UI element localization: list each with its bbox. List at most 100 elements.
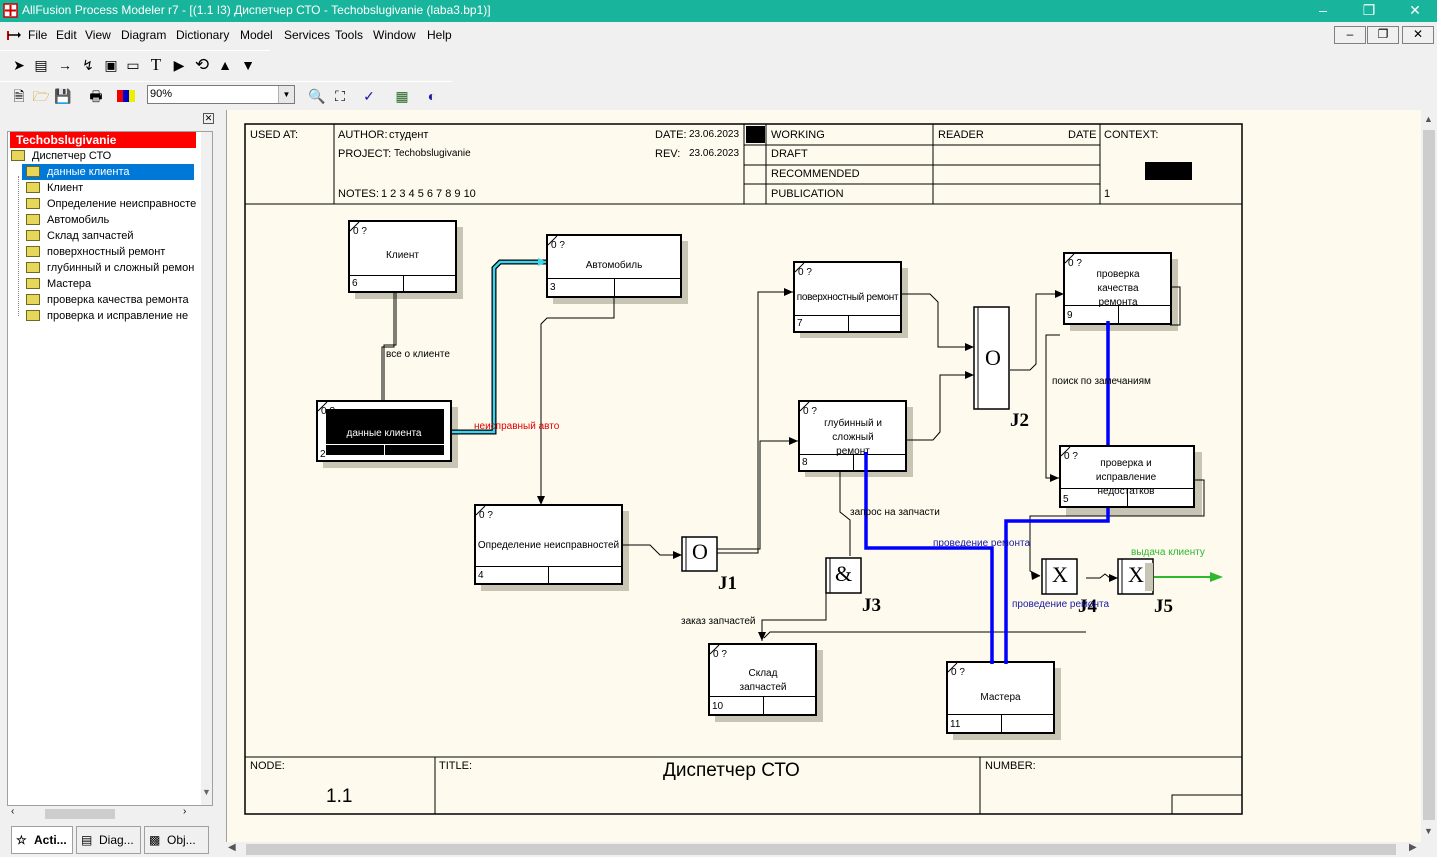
activity-box-glubinny[interactable]: 0 ? глубинный и сложный ремонт 8 <box>798 400 907 472</box>
box-name: глубинный и сложный ремонт <box>824 418 882 457</box>
junction-j4-symbol[interactable]: X <box>1052 562 1068 587</box>
activity-box-klient[interactable]: 0 ? Клиент 6 <box>348 220 457 293</box>
scroll-right-icon[interactable]: ▶ <box>1409 842 1417 853</box>
arrow-label-vse-o-kliente[interactable]: все о клиенте <box>386 349 450 360</box>
arrow-label-zakaz[interactable]: заказ запчастей <box>681 616 756 627</box>
new-file-icon[interactable]: 🗎 <box>13 88 25 104</box>
squiggle-tool-icon[interactable]: ↯ <box>82 57 94 73</box>
mdi-close-icon[interactable]: ✕ <box>1402 26 1434 44</box>
referent-tool-icon[interactable]: ▭ <box>126 57 140 73</box>
scroll-left-icon[interactable]: ◀ <box>228 842 236 853</box>
box-divider <box>1001 715 1002 733</box>
box-number: 5 <box>1063 494 1069 505</box>
go-down-icon[interactable]: ▼ <box>241 57 255 73</box>
arrow-label-neispravny[interactable]: неисправный авто <box>474 421 560 432</box>
menu-model[interactable]: Model <box>240 28 273 42</box>
mdi-restore-icon[interactable]: ❐ <box>1367 26 1399 44</box>
next-icon[interactable]: ▶ <box>173 57 185 73</box>
menu-edit[interactable]: Edit <box>56 28 77 42</box>
zoom-in-icon[interactable]: 🔍 <box>308 88 326 104</box>
arrow-label-vydacha[interactable]: выдача клиенту <box>1131 547 1205 558</box>
pointer-tool-icon[interactable]: ➤ <box>13 57 25 73</box>
activity-icon <box>26 246 40 257</box>
junction-j2-symbol[interactable]: O <box>985 345 1001 370</box>
color-palette-icon[interactable] <box>117 88 135 104</box>
box-divider <box>384 445 385 455</box>
report-icon[interactable]: ◐ <box>427 88 437 104</box>
open-folder-icon[interactable]: 🗁 <box>32 88 50 104</box>
menu-bar: File Edit View Diagram Dictionary Model … <box>0 22 1437 48</box>
canvas-hscroll[interactable]: ◀ ▶ <box>226 842 1421 857</box>
box-name: Автомобиль <box>585 260 643 271</box>
scroll-down-icon[interactable]: ▼ <box>202 787 211 797</box>
tree-item-label: Определение неисправносте <box>47 198 197 210</box>
activity-icon <box>26 166 40 177</box>
canvas-vscroll[interactable]: ▲ ▼ <box>1421 110 1437 842</box>
box-name: Определение неисправностей <box>477 540 620 551</box>
model-explorer-icon[interactable]: ▦ <box>395 88 409 104</box>
chevron-down-icon[interactable]: ▼ <box>278 86 294 103</box>
tab-activities[interactable]: ☆Acti... <box>11 826 73 854</box>
activity-box-tool-icon[interactable]: ▤ <box>34 57 48 73</box>
tree-root[interactable]: Techobslugivanie <box>10 132 196 148</box>
menu-help[interactable]: Help <box>427 28 452 42</box>
menu-dictionary[interactable]: Dictionary <box>176 28 230 42</box>
menu-file[interactable]: File <box>28 28 48 42</box>
tree-vscroll[interactable]: ▼ <box>201 132 212 805</box>
print-icon[interactable]: 🖶 <box>89 88 103 104</box>
activity-box-avtomobil[interactable]: 0 ? Автомобиль 3 <box>546 234 682 298</box>
menu-diagram[interactable]: Diagram <box>121 28 167 42</box>
junction-j1-symbol[interactable]: O <box>692 539 708 564</box>
zoom-select[interactable]: 90% ▼ <box>147 85 295 104</box>
tree-hscroll[interactable]: ‹ › <box>7 806 200 821</box>
box-name: поверхностный ремонт <box>796 292 899 303</box>
mdi-minimize-icon[interactable]: – <box>1334 26 1366 44</box>
diagram-title: Диспетчер СТО <box>663 760 800 781</box>
activity-box-dannye-klienta[interactable]: 0 ? данные клиента 2 <box>316 400 452 462</box>
tree-item-label: проверка и исправление не <box>47 310 189 322</box>
activity-box-proverka-ispravlenie[interactable]: 0 ? проверка и исправление недостатков 5 <box>1059 445 1195 508</box>
tab-diagrams[interactable]: ▤Diag... <box>76 826 141 854</box>
arrow-label-provedenie-1[interactable]: проведение ремонта <box>933 538 1031 549</box>
scroll-up-icon[interactable]: ▲ <box>1424 114 1433 124</box>
scroll-right-icon[interactable]: › <box>183 806 187 817</box>
tunnel-icon <box>548 236 558 246</box>
scroll-thumb[interactable] <box>45 809 115 819</box>
scroll-left-icon[interactable]: ‹ <box>11 806 15 817</box>
junction-j5-symbol[interactable]: X <box>1128 562 1144 587</box>
text-tool-icon[interactable]: T <box>150 55 162 74</box>
spell-check-icon[interactable]: ✓ <box>363 88 375 104</box>
scroll-down-icon[interactable]: ▼ <box>1424 826 1433 836</box>
scroll-thumb[interactable] <box>1423 130 1435 820</box>
box-number: 9 <box>1067 310 1073 321</box>
menu-services[interactable]: Services <box>284 28 331 42</box>
document-menu-icon[interactable] <box>6 28 22 42</box>
menu-tools[interactable]: Tools <box>335 28 364 42</box>
go-up-icon[interactable]: ▲ <box>218 57 232 73</box>
activity-box-proverka-kachestva[interactable]: 0 ? проверка качества ремонта 9 <box>1063 252 1172 325</box>
menu-window[interactable]: Window <box>373 28 416 42</box>
tree-item-dannye-klienta[interactable]: данные клиента <box>22 164 194 180</box>
offpage-reference-icon[interactable]: ▣ <box>104 57 118 73</box>
minimize-icon[interactable]: – <box>1319 2 1327 18</box>
restore-icon[interactable]: ❐ <box>1362 2 1376 18</box>
arrow-label-poisk[interactable]: поиск по замечаниям <box>1052 376 1151 387</box>
arrow-tool-icon[interactable]: → <box>58 57 72 73</box>
status-working: WORKING <box>771 129 825 141</box>
activity-box-mastera[interactable]: 0 ? Мастера 11 <box>946 661 1055 734</box>
activity-box-sklad[interactable]: 0 ? Склад запчастей 10 <box>708 643 817 716</box>
menu-view[interactable]: View <box>85 28 111 42</box>
activity-box-poverhnostny[interactable]: 0 ? поверхностный ремонт 7 <box>793 261 902 333</box>
tab-label: Obj... <box>167 833 196 847</box>
activity-box-opredelenie[interactable]: 0 ? Определение неисправностей 4 <box>474 504 623 585</box>
save-icon[interactable]: 💾 <box>54 88 72 104</box>
arrow-label-zapros[interactable]: запрос на запчасти <box>850 507 940 518</box>
junction-j3-symbol[interactable]: & <box>835 561 853 586</box>
arrow-label-provedenie-2[interactable]: проведение ремонта <box>1012 599 1110 610</box>
zoom-fit-icon[interactable]: ⛶ <box>335 88 345 104</box>
close-icon[interactable]: ✕ <box>1409 2 1421 18</box>
rotate-icon[interactable]: ⟲ <box>194 55 210 74</box>
tab-objects[interactable]: ▩Obj... <box>144 826 209 854</box>
scroll-thumb[interactable] <box>246 844 1396 855</box>
panel-close-icon[interactable]: ✕ <box>203 113 214 124</box>
